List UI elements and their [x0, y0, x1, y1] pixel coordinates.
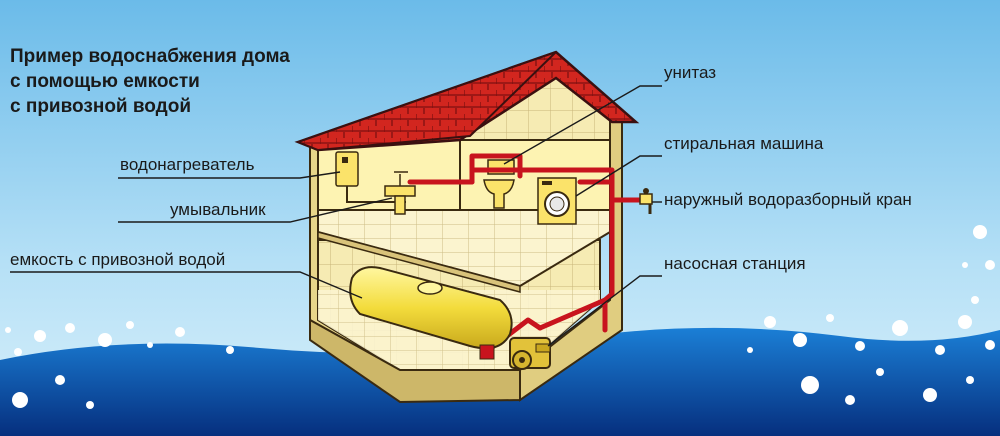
- diagram-title-line-3: с привозной водой: [10, 96, 192, 117]
- label-leader-lines: [10, 85, 662, 347]
- slab-edge: [317, 231, 521, 293]
- label-water-heater: водонагреватель: [120, 155, 255, 174]
- label-washbasin: умывальник: [170, 200, 266, 219]
- house-front-base: [309, 318, 521, 404]
- water-tank-icon: [349, 266, 513, 360]
- label-toilet: унитаз: [664, 63, 717, 82]
- diagram-title-line-1: Пример водоснабжения дома: [10, 46, 290, 67]
- water-pipes: [407, 153, 651, 355]
- label-tank: емкость с привозной водой: [10, 250, 226, 269]
- label-outdoor-tap: наружный водоразборный кран: [664, 190, 912, 209]
- washbasin-icon: [384, 171, 416, 215]
- water-heater-icon: [335, 151, 406, 203]
- outdoor-tap-icon: [639, 188, 653, 214]
- diagram-title-line-2: с помощью емкости: [10, 71, 200, 92]
- pump-station-icon: [509, 337, 551, 370]
- water-drops: [5, 225, 995, 409]
- label-washing-machine: стиральная машина: [664, 134, 824, 153]
- washing-machine-icon: [537, 177, 577, 225]
- roof-front: [295, 51, 557, 152]
- label-pump-station: насосная станция: [664, 254, 806, 273]
- upper-floor-right-wall: [459, 139, 611, 211]
